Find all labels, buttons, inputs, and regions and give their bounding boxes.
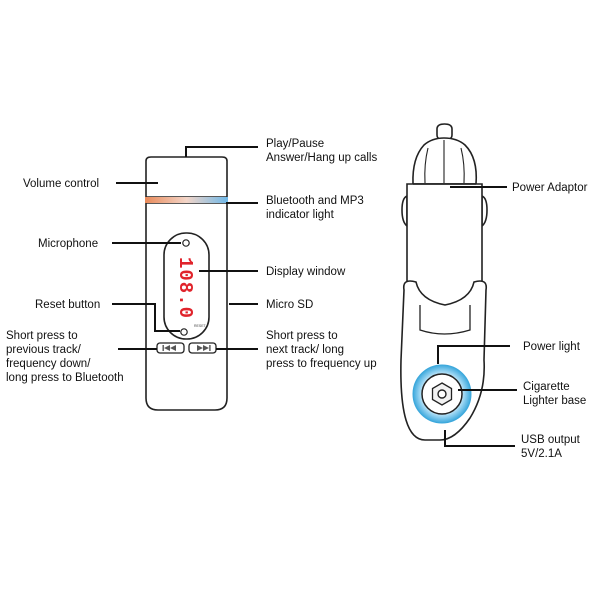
label-power-light: Power light (523, 341, 580, 353)
volume-knob[interactable] (145, 156, 228, 198)
usb-output-port[interactable] (437, 389, 447, 399)
leader-lines (112, 146, 517, 447)
microphone-hole (182, 239, 190, 247)
adaptor-inner-recess (419, 305, 471, 335)
adaptor-right-clip (481, 194, 488, 228)
head-ribs (424, 140, 465, 184)
label-power-adaptor: Power Adaptor (512, 182, 588, 194)
leader-usb-output (444, 430, 515, 447)
label-bt-mp3-indicator: Bluetooth and MP3 indicator light (266, 195, 364, 221)
label-short-press-prev: Short press to previous track/ frequency… (6, 330, 124, 384)
front-panel (163, 232, 210, 340)
label-reset-button: Reset button (35, 299, 101, 311)
label-cigarette-base: Cigarette Lighter base (523, 381, 587, 407)
leader-power-light (437, 345, 510, 364)
adaptor-left-clip (401, 194, 408, 228)
reset-button[interactable] (180, 328, 188, 336)
leader-play-pause (185, 146, 258, 157)
previous-track-icon (162, 345, 176, 351)
label-volume-control: Volume control (23, 178, 100, 190)
label-micro-sd: Micro SD (266, 299, 314, 311)
label-short-press-next: Short press to next track/ long press to… (266, 330, 377, 370)
label-usb-output: USB output 5V/2.1A (521, 434, 580, 460)
label-play-pause: Play/Pause Answer/Hang up calls (266, 138, 378, 164)
next-track-button[interactable] (188, 342, 217, 354)
leader-reset (112, 303, 180, 332)
next-track-icon (197, 345, 211, 351)
reset-text: RESET (194, 324, 207, 328)
adaptor-head (412, 137, 478, 185)
display-reading: 108.0 (174, 257, 196, 319)
bt-mp3-indicator-light (145, 197, 228, 203)
label-microphone: Microphone (38, 238, 99, 250)
label-display-window: Display window (266, 266, 346, 278)
adaptor-tip (436, 123, 453, 140)
previous-track-button[interactable] (156, 342, 185, 354)
